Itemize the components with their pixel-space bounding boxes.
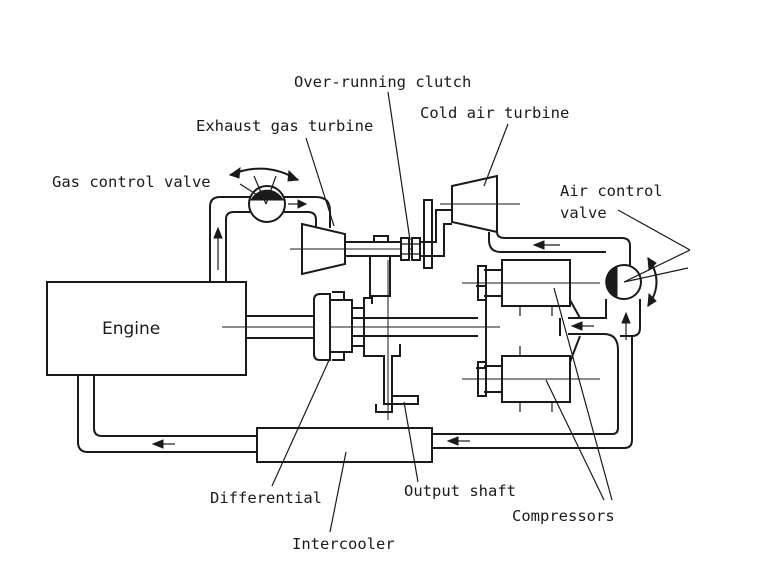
engine-label: Engine [102, 319, 160, 339]
air-control-valve [605, 249, 691, 307]
air-control-valve-label-1: Air control [560, 182, 663, 200]
gas-control-valve [228, 166, 300, 223]
cold-air-turbine-label: Cold air turbine [420, 104, 569, 122]
differential [313, 291, 365, 361]
air-control-valve-label-2: valve [560, 204, 607, 222]
gas-flow-arrow [213, 199, 308, 270]
compressor-upper [462, 259, 600, 316]
intercooler [256, 427, 433, 463]
air-pipe-right [432, 299, 641, 449]
cold-air-turbine-shaft [420, 199, 452, 269]
exhaust-gas-turbine-label: Exhaust gas turbine [196, 117, 373, 135]
output-shaft-label: Output shaft [404, 482, 516, 500]
gas-control-valve-label: Gas control valve [52, 173, 211, 191]
main-shaft [222, 285, 500, 369]
compressors-label: Compressors [512, 507, 615, 525]
return-pipe [77, 375, 257, 453]
over-running-clutch [400, 237, 421, 261]
exhaust-gas-turbine [290, 222, 420, 276]
leader-lines [239, 91, 691, 533]
differential-label: Differential [210, 489, 322, 507]
turbine-shaft [345, 235, 400, 297]
compressor-ducting [559, 299, 581, 363]
engine-block [46, 281, 247, 376]
over-running-clutch-label: Over-running clutch [294, 73, 471, 91]
air-pipe-upper [488, 226, 631, 265]
output-gear [363, 260, 419, 420]
intercooler-label: Intercooler [292, 535, 395, 553]
compressor-lower [462, 346, 600, 412]
